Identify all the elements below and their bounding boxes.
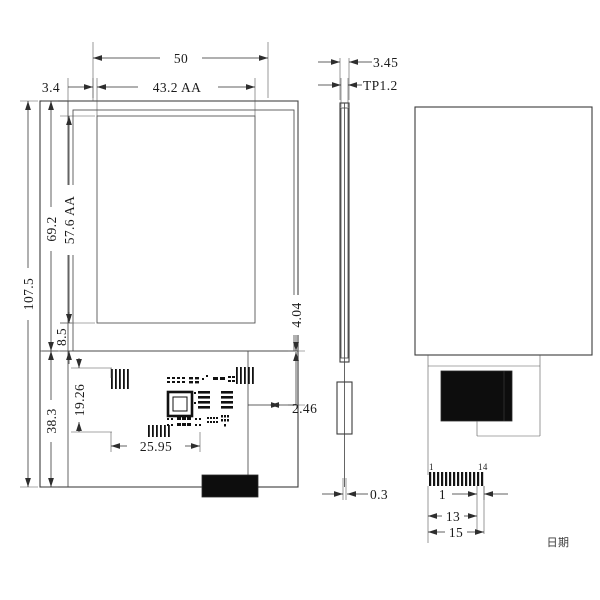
- dim-label-bottom-border: 8.5: [54, 328, 69, 346]
- date-label: 日期: [547, 536, 570, 549]
- dim-label-component-span: 25.95: [140, 439, 172, 454]
- dim-label-overall-height: 107.5: [21, 278, 36, 310]
- front-view-fpc-connector: [201, 474, 259, 498]
- smd-ladder-mid-b: [221, 391, 233, 409]
- front-view-group: [39, 100, 299, 498]
- dim-label-total-thickness: 3.45: [373, 55, 398, 70]
- dim-label-overall-width: 50: [174, 51, 188, 66]
- dim-label-fpc-thickness: 0.3: [370, 487, 388, 502]
- side-view-group: [336, 102, 353, 487]
- dim-label-inner-span: 13: [446, 509, 460, 524]
- side-view-connector-block: [336, 381, 353, 435]
- pad-comb-right: [236, 367, 254, 384]
- front-view-dimensions: 50 3.4 43.2 AA 107.5 69.2 57.6 AA: [19, 42, 317, 488]
- smd-array-bottom: [167, 415, 229, 427]
- dim-label-view-height: 69.2: [44, 216, 59, 241]
- rear-view-outline: [414, 106, 593, 356]
- ic-footprint: [166, 390, 194, 418]
- fpc-pin-detail-group: 1 14 1 13 15: [427, 462, 508, 543]
- pin-label-last: 14: [478, 462, 488, 472]
- rear-view-group: [414, 106, 593, 475]
- dim-label-outer-span: 15: [449, 525, 463, 540]
- dim-label-active-area-height: 57.6 AA: [62, 196, 77, 245]
- dim-label-right-component-gap: 2.46: [292, 401, 317, 416]
- side-view-dimensions: 3.45 TP1.2 0.3: [318, 55, 398, 502]
- front-view-bezel-inner: [72, 109, 295, 352]
- fpc-pin-teeth: [429, 472, 484, 486]
- smd-ladder-mid-a: [194, 391, 210, 409]
- pcb-component-cluster: [111, 367, 254, 438]
- front-view-active-area: [96, 115, 256, 324]
- pad-comb-left: [111, 369, 129, 389]
- dim-label-component-offset: 19.26: [72, 384, 87, 416]
- rear-view-black-block: [440, 370, 513, 422]
- dim-label-pcb-height: 38.3: [44, 408, 59, 433]
- dim-label-touch-panel-thickness: TP1.2: [363, 78, 398, 93]
- side-view-panel: [340, 107, 349, 359]
- smd-array-top: [167, 375, 235, 384]
- front-view-glass-outline: [67, 100, 299, 352]
- dim-label-pitch: 1: [439, 487, 446, 502]
- pin-label-first: 1: [429, 462, 434, 472]
- dim-label-right-edge-offset: 4.04: [289, 302, 304, 327]
- pad-comb-lower: [148, 425, 170, 438]
- dim-label-left-border: 3.4: [42, 80, 60, 95]
- dim-label-active-area-width: 43.2 AA: [153, 80, 202, 95]
